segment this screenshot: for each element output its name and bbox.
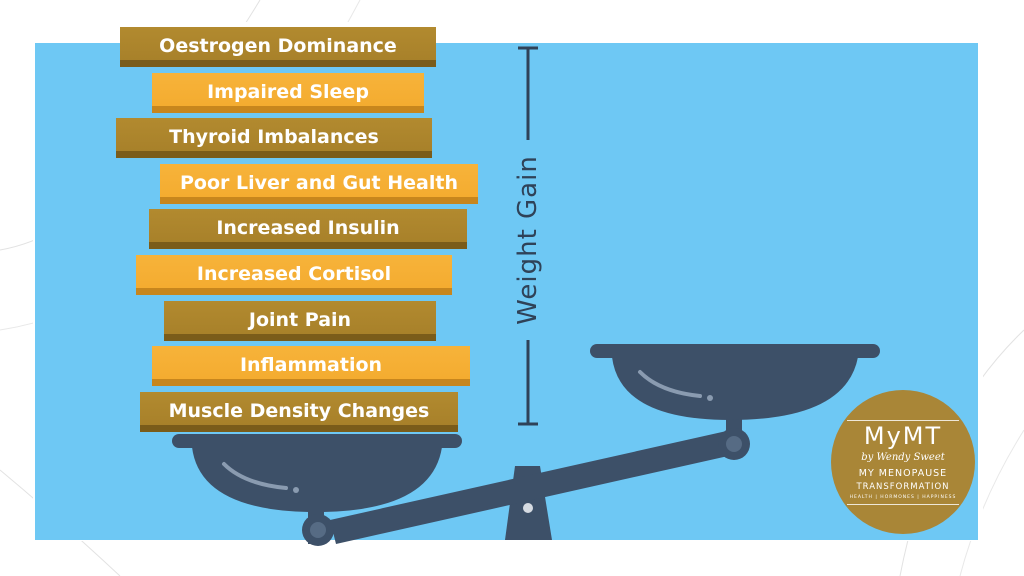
logo-tagline: HEALTH | HORMONES | HAPPINESS <box>849 495 957 500</box>
book-muscle-density-changes: Muscle Density Changes <box>140 392 458 432</box>
book-oestrogen-dominance: Oestrogen Dominance <box>120 27 436 67</box>
book-increased-cortisol: Increased Cortisol <box>136 255 452 295</box>
scale-pivot <box>523 503 533 513</box>
book-joint-pain: Joint Pain <box>164 301 436 341</box>
mymt-logo: MyMT by Wendy Sweet MY MENOPAUSE TRANSFO… <box>831 390 975 534</box>
book-inflammation: Inflammation <box>152 346 470 386</box>
logo-line1: MY MENOPAUSE <box>858 468 948 479</box>
logo-line2: TRANSFORMATION <box>856 482 950 492</box>
logo-brand: MyMT <box>863 422 943 450</box>
scale-right-pan <box>612 357 858 420</box>
scale-right-pan-rim <box>590 344 880 358</box>
logo-rule-top <box>847 420 959 421</box>
logo-signature: by Wendy Sweet <box>861 452 945 463</box>
book-impaired-sleep: Impaired Sleep <box>152 73 424 113</box>
scale-left-pan <box>192 447 442 512</box>
book-increased-insulin: Increased Insulin <box>149 209 467 249</box>
scale-left-pan-rim <box>172 434 462 448</box>
book-thyroid-imbalances: Thyroid Imbalances <box>116 118 432 158</box>
logo-rule-bottom <box>847 504 959 505</box>
weight-gain-label: Weight Gain <box>513 155 543 325</box>
book-poor-liver-gut-health: Poor Liver and Gut Health <box>160 164 478 204</box>
scale-beam <box>330 428 746 544</box>
